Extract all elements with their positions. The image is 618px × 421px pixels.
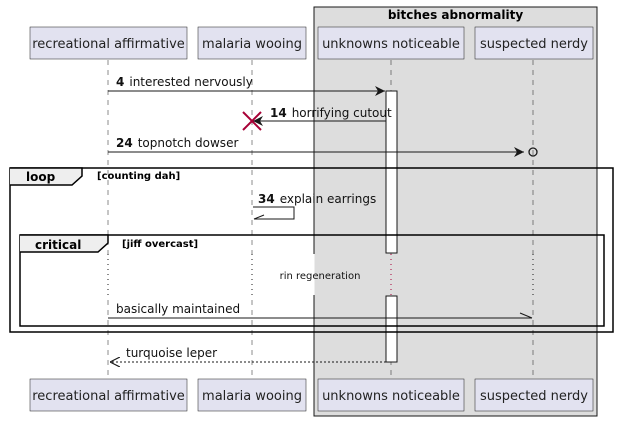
message-interested-nervously: 4 interested nervously xyxy=(108,75,385,96)
participant-suspected-nerdy-bottom: suspected nerdy xyxy=(474,378,594,412)
delay-section: rin regeneration xyxy=(104,254,597,295)
message-number: 34 xyxy=(258,192,275,206)
message-basically-maintained: basically maintained xyxy=(108,302,533,319)
activation-bar xyxy=(385,90,398,363)
fragment-loop: loop [counting dah] xyxy=(9,167,614,333)
message-label: explain earrings xyxy=(280,192,377,206)
fragment-loop-keyword: loop xyxy=(26,170,56,184)
participant-label: suspected nerdy xyxy=(480,389,588,404)
fragment-critical: critical [jiff overcast] xyxy=(19,234,605,327)
message-horrifying-cutout: 14 horrifying cutout xyxy=(242,106,392,131)
box-title: bitches abnormality xyxy=(388,8,524,22)
participant-label: recreational affirmative xyxy=(32,389,185,404)
message-label: topnotch dowser xyxy=(138,136,239,150)
message-end-circle-icon xyxy=(528,147,538,157)
participant-label: unknowns noticeable xyxy=(322,37,460,52)
participant-label: unknowns noticeable xyxy=(322,389,460,404)
participant-unknowns-noticeable-bottom: unknowns noticeable xyxy=(317,378,465,412)
message-turquoise-leper: turquoise leper xyxy=(110,346,386,362)
destroy-x-icon xyxy=(242,111,262,131)
message-number: 14 xyxy=(270,106,287,120)
participant-recreational-affirmative-bottom: recreational affirmative xyxy=(29,378,188,412)
message-label: basically maintained xyxy=(116,302,240,316)
participants-top: recreational affirmative malaria wooing … xyxy=(29,26,594,60)
participant-label: malaria wooing xyxy=(202,389,302,404)
fragment-critical-keyword: critical xyxy=(35,238,81,252)
participant-label: recreational affirmative xyxy=(32,37,185,52)
participant-malaria-wooing-bottom: malaria wooing xyxy=(197,378,307,412)
participant-unknowns-noticeable-top: unknowns noticeable xyxy=(317,26,465,60)
message-label: turquoise leper xyxy=(126,346,217,360)
participant-recreational-affirmative-top: recreational affirmative xyxy=(29,26,188,60)
participant-label: malaria wooing xyxy=(202,37,302,52)
participant-box-group: bitches abnormality xyxy=(313,6,598,417)
participant-malaria-wooing-top: malaria wooing xyxy=(197,26,307,60)
fragment-critical-condition: [jiff overcast] xyxy=(122,239,198,250)
participants-bottom: recreational affirmative malaria wooing … xyxy=(29,378,594,412)
participant-label: suspected nerdy xyxy=(480,37,588,52)
message-label: horrifying cutout xyxy=(292,106,392,120)
message-number: 24 xyxy=(116,136,133,150)
message-explain-earrings: 34 explain earrings xyxy=(253,192,376,220)
message-number: 4 xyxy=(116,75,124,89)
message-topnotch-dowser: 24 topnotch dowser xyxy=(108,136,538,157)
participant-suspected-nerdy-top: suspected nerdy xyxy=(474,26,594,60)
delay-label: rin regeneration xyxy=(280,271,361,282)
fragment-loop-condition: [counting dah] xyxy=(97,171,180,182)
message-label: interested nervously xyxy=(129,75,253,89)
